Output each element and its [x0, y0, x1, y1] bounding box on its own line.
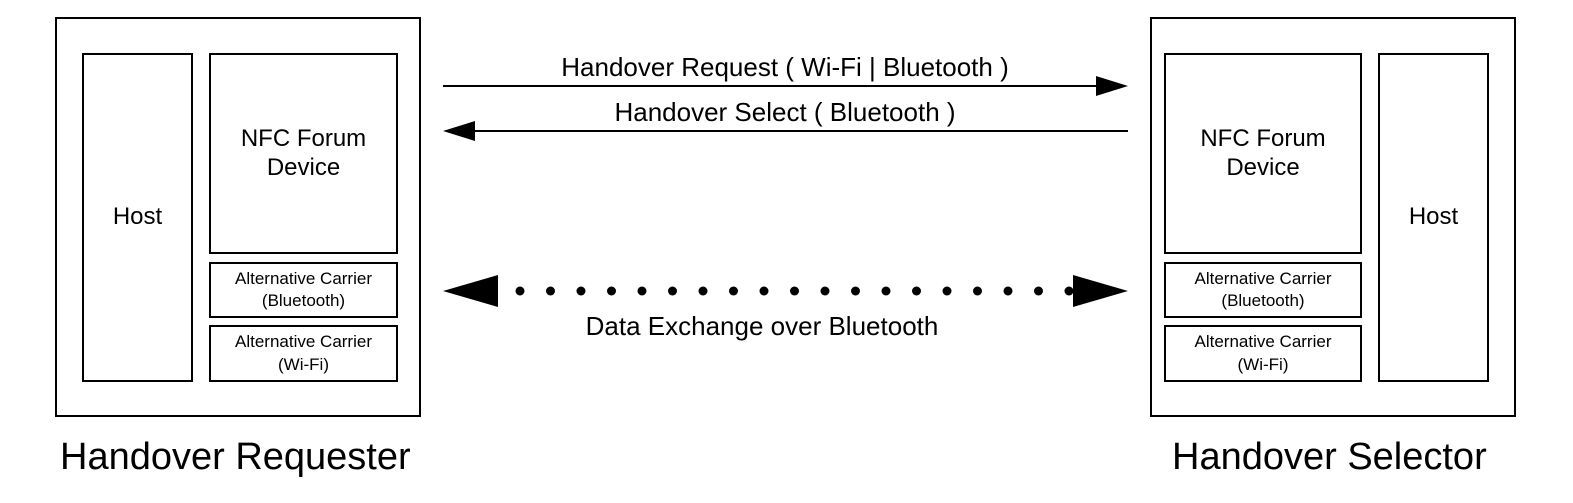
data-exchange-dot: [637, 286, 647, 296]
requester-caption: Handover Requester: [60, 436, 411, 478]
data-exchange-dot: [546, 286, 555, 296]
data-exchange-dot: [1003, 286, 1013, 296]
selector-carrier-wifi-box: Alternative Carrier (Wi-Fi): [1164, 325, 1362, 382]
data-exchange-dot: [881, 286, 891, 296]
selector-carrier-bluetooth-box: Alternative Carrier (Bluetooth): [1164, 262, 1362, 318]
selector-caption: Handover Selector: [1172, 436, 1487, 478]
data-exchange-dot: [942, 286, 952, 296]
data-exchange-arrow: [443, 275, 1128, 307]
requester-carrier-bluetooth-box: Alternative Carrier (Bluetooth): [209, 262, 398, 318]
data-exchange-dot: [1034, 286, 1043, 296]
data-exchange-arrowhead-left: [443, 275, 498, 307]
selector-host-box: Host: [1378, 53, 1489, 382]
handover-request-label: Handover Request ( Wi-Fi | Bluetooth ): [561, 52, 1009, 82]
requester-carrier-bluetooth-label: Alternative Carrier (Bluetooth): [235, 268, 372, 310]
data-exchange-dot: [698, 286, 708, 296]
requester-nfc-device-label: NFC Forum Device: [240, 124, 367, 181]
data-exchange-dot: [515, 286, 525, 296]
data-exchange-dot: [851, 286, 860, 296]
requester-carrier-wifi-label: Alternative Carrier (Wi-Fi): [235, 332, 372, 374]
handover-select-arrow: [443, 121, 1128, 141]
data-exchange-dot: [607, 286, 616, 296]
requester-host-box: Host: [82, 53, 193, 382]
data-exchange-dot: [759, 286, 769, 296]
data-exchange-dot: [820, 286, 830, 296]
data-exchange-label: Data Exchange over Bluetooth: [585, 311, 939, 341]
selector-carrier-bluetooth-label: Alternative Carrier (Bluetooth): [1194, 268, 1332, 310]
requester-nfc-device-box: NFC Forum Device: [209, 53, 398, 254]
handover-request-arrow: [443, 76, 1128, 96]
data-exchange-dot: [729, 286, 738, 296]
selector-nfc-device-label: NFC Forum Device: [1200, 124, 1326, 181]
data-exchange-dot: [1064, 286, 1074, 296]
data-exchange-dot: [973, 286, 982, 296]
selector-carrier-wifi-label: Alternative Carrier (Wi-Fi): [1194, 332, 1332, 374]
selector-host-label: Host: [1408, 203, 1459, 231]
handover-select-label: Handover Select ( Bluetooth ): [614, 97, 956, 127]
selector-nfc-device-box: NFC Forum Device: [1164, 53, 1362, 254]
data-exchange-dot: [790, 286, 799, 296]
data-exchange-arrowhead-right: [1073, 275, 1128, 307]
data-exchange-dots: [515, 286, 1074, 296]
data-exchange-dot: [668, 286, 677, 296]
requester-host-label: Host: [112, 203, 163, 231]
data-exchange-dot: [576, 286, 586, 296]
data-exchange-dot: [912, 286, 921, 296]
requester-carrier-wifi-box: Alternative Carrier (Wi-Fi): [209, 325, 398, 382]
